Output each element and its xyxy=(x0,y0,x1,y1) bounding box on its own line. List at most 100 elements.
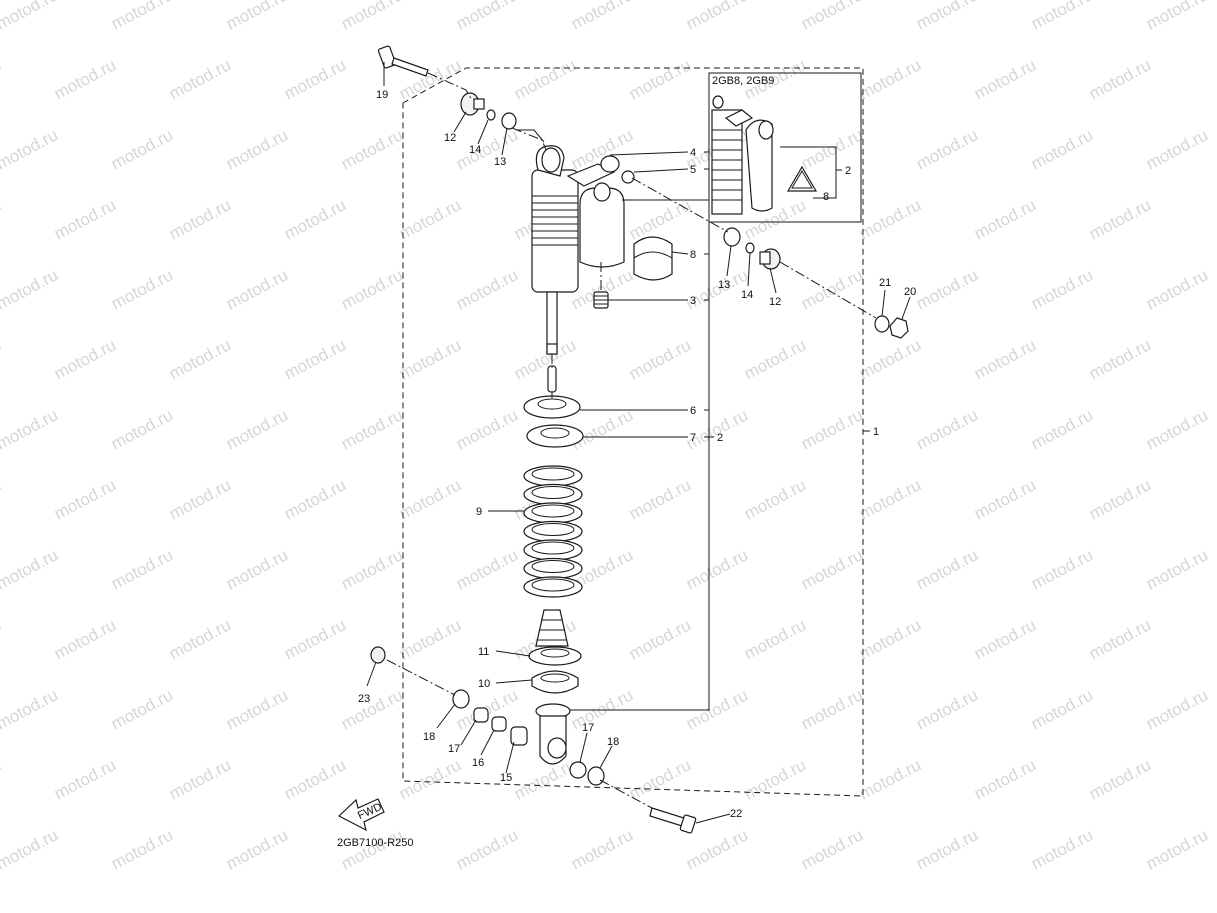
watermark-text: motod.ru xyxy=(223,0,291,34)
callout-14: 14 xyxy=(469,144,481,156)
watermark-text: motod.ru xyxy=(913,125,981,173)
watermark-text: motod.ru xyxy=(166,195,234,243)
watermark-text: motod.ru xyxy=(626,195,694,243)
watermark-text: motod.ru xyxy=(971,55,1039,103)
watermark-text: motod.ru xyxy=(856,755,924,803)
watermark-text: motod.ru xyxy=(913,405,981,453)
watermark-text: motod.ru xyxy=(0,265,61,313)
washer-13-upper xyxy=(501,112,517,130)
callout-19: 19 xyxy=(376,89,388,101)
spring-seat-10 xyxy=(531,670,579,694)
watermark-text: motod.ru xyxy=(338,125,406,173)
watermark-text: motod.ru xyxy=(1086,615,1154,663)
watermark-text: motod.ru xyxy=(683,825,751,873)
watermark-text: motod.ru xyxy=(971,475,1039,523)
watermark-text: motod.ru xyxy=(166,615,234,663)
watermark-text: motod.ru xyxy=(0,825,61,873)
watermark-text: motod.ru xyxy=(338,0,406,34)
watermark-text: motod.ru xyxy=(741,475,809,523)
watermark-text: motod.ru xyxy=(453,265,521,313)
callout-labels: 19 12 14 13 4 5 8 3 13 14 12 21 20 6 7 2… xyxy=(358,89,916,820)
watermark-text: motod.ru xyxy=(338,405,406,453)
watermark-text: motod.ru xyxy=(1086,335,1154,383)
watermark-text: motod.ru xyxy=(166,755,234,803)
inset-leader-2 xyxy=(780,146,837,199)
bump-rubber xyxy=(535,609,569,647)
watermark-text: motod.ru xyxy=(856,615,924,663)
watermark-text: motod.ru xyxy=(511,755,579,803)
watermark-text: motod.ru xyxy=(971,335,1039,383)
watermark-text: motod.ru xyxy=(1028,685,1096,733)
watermark-text: motod.ru xyxy=(281,335,349,383)
watermark-text: motod.ru xyxy=(568,0,636,34)
bushing-16 xyxy=(491,716,507,732)
watermark-text: motod.ru xyxy=(51,195,119,243)
watermark-text: motod.ru xyxy=(338,545,406,593)
watermark-text: motod.ru xyxy=(51,755,119,803)
watermark-text: motod.ru xyxy=(108,265,176,313)
watermark-text: motod.ru xyxy=(396,755,464,803)
watermark-text: motod.ru xyxy=(913,265,981,313)
watermark-text: motod.ru xyxy=(798,0,866,34)
watermark-text: motod.ru xyxy=(166,475,234,523)
callout-6: 6 xyxy=(690,405,696,417)
watermark-text: motod.ru xyxy=(856,475,924,523)
callout-18-right: 18 xyxy=(607,736,619,748)
watermark-text: motod.ru xyxy=(338,825,406,873)
callout-16: 16 xyxy=(472,757,484,769)
watermark-text: motod.ru xyxy=(0,335,4,383)
watermark-text: motod.ru xyxy=(568,825,636,873)
callout-8: 8 xyxy=(690,249,696,261)
adjuster-nut-7 xyxy=(526,424,584,448)
watermark-text: motod.ru xyxy=(108,0,176,34)
watermark-text: motod.ru xyxy=(281,475,349,523)
watermark-text: motod.ru xyxy=(281,755,349,803)
watermark-text: motod.ru xyxy=(1028,265,1096,313)
inset-shock-drawing xyxy=(711,95,818,215)
watermark-text: motod.ru xyxy=(453,825,521,873)
watermark-text: motod.ru xyxy=(971,615,1039,663)
callout-15: 15 xyxy=(500,772,512,784)
bolt-19 xyxy=(377,45,429,77)
callout-8-inset: 8 xyxy=(823,191,829,203)
callout-17-left: 17 xyxy=(448,743,460,755)
watermark-text: motod.ru xyxy=(971,195,1039,243)
watermark-text: motod.ru xyxy=(51,615,119,663)
watermark-text: motod.ru xyxy=(1086,195,1154,243)
watermark-text: motod.ru xyxy=(223,265,291,313)
watermark-text: motod.ru xyxy=(568,685,636,733)
spring-guide-11 xyxy=(528,646,582,666)
watermark-text: motod.ru xyxy=(683,545,751,593)
watermark-text: motod.ru xyxy=(798,405,866,453)
watermark-text: motod.ru xyxy=(1028,0,1096,34)
watermark-text: motod.ru xyxy=(0,195,4,243)
watermark-text: motod.ru xyxy=(338,265,406,313)
callout-18-left: 18 xyxy=(423,731,435,743)
watermark-text: motod.ru xyxy=(223,405,291,453)
callout-11: 11 xyxy=(478,646,489,658)
watermark-text: motod.ru xyxy=(741,335,809,383)
watermark-text: motod.ru xyxy=(511,55,579,103)
washer-21 xyxy=(874,315,890,333)
watermark-text: motod.ru xyxy=(798,825,866,873)
watermark-text: motod.ru xyxy=(913,685,981,733)
callout-17-right: 17 xyxy=(582,722,594,734)
watermark-text: motod.ru xyxy=(1028,405,1096,453)
callout-7: 7 xyxy=(690,432,696,444)
callout-2-inset: 2 xyxy=(845,165,851,177)
watermark-text: motod.ru xyxy=(798,685,866,733)
watermark-text: motod.ru xyxy=(626,615,694,663)
watermark-text: motod.ru xyxy=(0,55,4,103)
watermark-text: motod.ru xyxy=(0,405,61,453)
watermark-text: motod.ru xyxy=(1028,825,1096,873)
watermark-text: motod.ru xyxy=(51,475,119,523)
callout-2: 2 xyxy=(717,432,723,444)
spring-coil-inner xyxy=(531,486,575,499)
watermark-text: motod.ru xyxy=(0,685,61,733)
watermark-text: motod.ru xyxy=(396,475,464,523)
watermark-text: motod.ru xyxy=(108,125,176,173)
reservoir-band xyxy=(633,236,673,281)
collar-17-right xyxy=(569,761,587,779)
cap-23 xyxy=(370,646,386,664)
watermark-text: motod.ru xyxy=(108,405,176,453)
